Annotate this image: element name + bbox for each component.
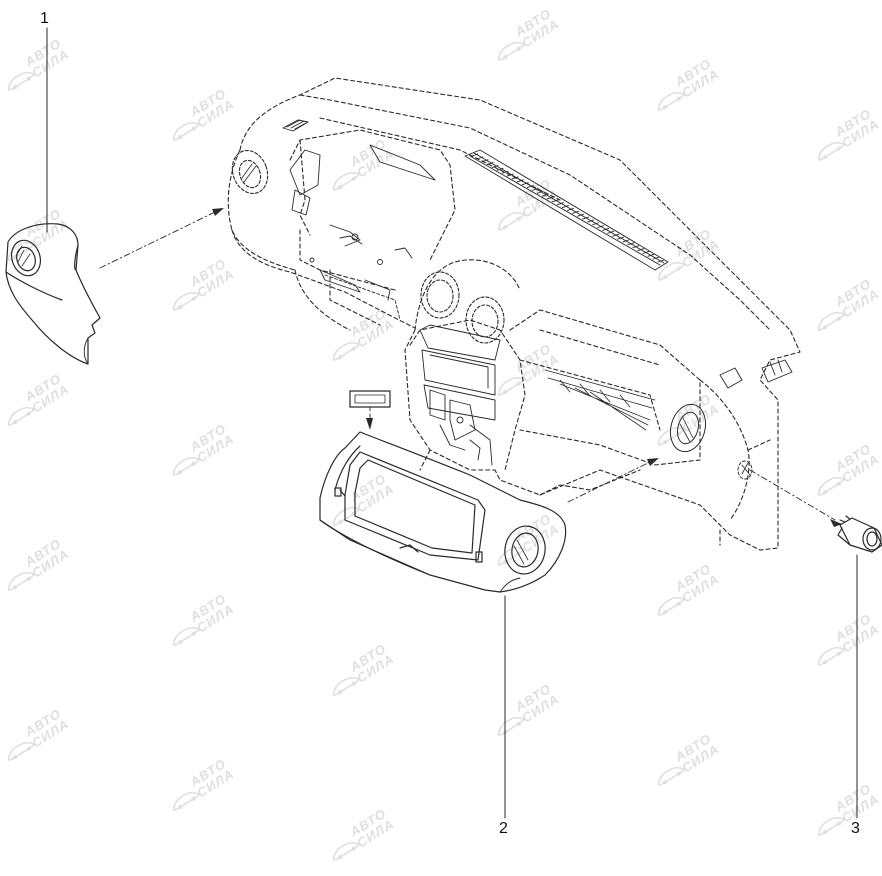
grille-slat: [516, 179, 524, 183]
grille-slat: [587, 219, 595, 223]
grille-slat: [642, 250, 650, 254]
callout-1: 1: [40, 10, 49, 27]
grille-slat: [481, 159, 489, 163]
grille-slat: [531, 187, 539, 191]
grille-slat: [546, 196, 554, 200]
grille-slat: [557, 202, 564, 206]
grille-slat: [496, 167, 504, 171]
grille-slat: [617, 236, 625, 240]
grille-slat: [536, 190, 544, 194]
grille-slat: [486, 162, 494, 166]
clip-label-part: [349, 390, 391, 408]
dashboard-inner-brackets: [289, 144, 436, 321]
grille-slat: [471, 153, 479, 157]
grille-slat: [526, 185, 534, 188]
grille-slat: [551, 199, 559, 203]
grille-slat: [612, 233, 620, 237]
grille-slat: [632, 245, 640, 249]
grille-slat: [597, 225, 605, 229]
grille-slat: [637, 248, 645, 251]
grille-slat: [562, 205, 569, 209]
guide-arrowheads: [212, 208, 842, 527]
glovebox-slats: [544, 369, 656, 431]
grille-slat: [541, 193, 549, 197]
grille-slat: [501, 170, 509, 174]
assembly-guide-lines: [99, 211, 836, 521]
grille-slat: [607, 230, 615, 234]
dashboard-assembly: [227, 77, 801, 551]
diagram-drawing: [5, 27, 882, 819]
grille-slat: [657, 259, 665, 263]
center-stack-internals: [419, 324, 501, 466]
grille-slat: [521, 182, 529, 186]
grille-slat: [592, 222, 600, 226]
grille-slat: [511, 176, 519, 180]
grille-slat: [572, 210, 579, 214]
dashboard-center-gauges: [420, 271, 505, 344]
dashboard-left-vent: [231, 149, 269, 195]
grille-slat: [622, 239, 630, 243]
dashboard-right-clips: [719, 359, 793, 480]
part-1-left-vent-bezel: [5, 223, 101, 365]
dashboard-right-vent: [669, 403, 707, 453]
grille-slat: [627, 242, 635, 246]
grille-slat: [491, 165, 499, 168]
dashboard-side-slots: [282, 119, 309, 132]
grille-slat: [602, 228, 610, 231]
center-defrost-grille: [464, 149, 669, 271]
part-3-switch-knob: [837, 515, 882, 553]
grille-slat: [647, 253, 655, 257]
callout-leaders: [46, 27, 858, 819]
grille-slat: [567, 207, 574, 211]
part-2-center-console-frame: [319, 431, 567, 593]
callout-2: 2: [499, 820, 508, 837]
grille-slat: [506, 173, 514, 177]
grille-slat: [577, 213, 585, 217]
grille-slat: [476, 156, 484, 160]
callout-3: 3: [851, 820, 860, 837]
grille-slat: [652, 256, 660, 260]
grille-slat: [582, 216, 590, 220]
